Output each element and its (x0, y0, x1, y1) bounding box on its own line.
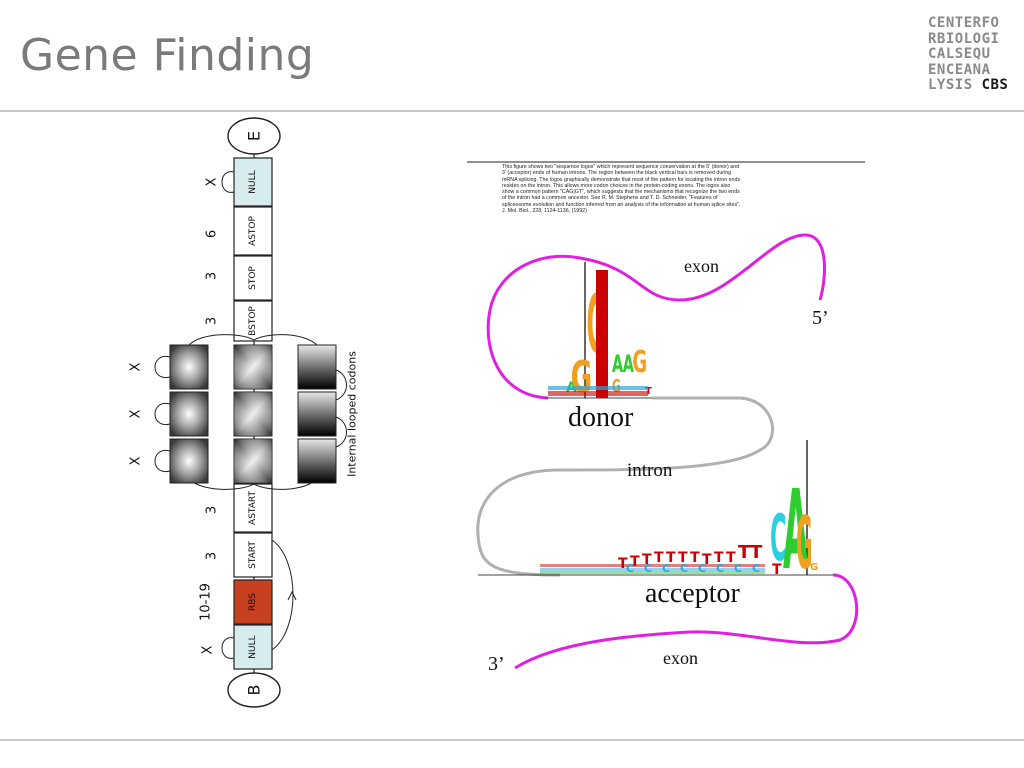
logo-line-4: ENCEANA (928, 61, 991, 78)
state-label: NULL (248, 170, 258, 193)
acceptor-label: acceptor (645, 578, 740, 609)
logo-letter: T (654, 550, 664, 566)
logo-letter: A (623, 350, 635, 378)
end-state: E (227, 117, 281, 155)
logo-letter: T (690, 550, 700, 566)
logo-letter: C (752, 562, 760, 575)
logo-letter: C (698, 562, 706, 575)
duration-label: 3 (205, 317, 220, 325)
logo-letter: G (810, 562, 818, 573)
duration-label: 3 (205, 506, 220, 514)
logo-letter: T (738, 542, 751, 563)
exon-bottom-label: exon (663, 648, 698, 668)
state-null-top: NULL (233, 157, 273, 207)
pyrimidine-tract (540, 564, 765, 574)
logo-letter: T (630, 554, 640, 570)
title-divider (0, 110, 1024, 112)
duration-label: 3 (205, 272, 220, 280)
logo-cbs: CBS (981, 77, 1009, 93)
hmm-gene-model: E B NULL ASTOP STOP BSTOP ASTART (129, 117, 359, 708)
splice-caption: This figure shows two "sequence logos" w… (502, 164, 741, 215)
state-start: START (233, 532, 273, 578)
logo-letter: T (645, 386, 652, 397)
logo-letter: C (680, 562, 688, 575)
duration-label: X (205, 177, 220, 186)
logo-letter: A (612, 350, 624, 378)
state-astop: ASTOP (233, 206, 273, 256)
end-state-label: E (245, 131, 264, 141)
donor-logo: A G G T A A G G T (548, 262, 652, 403)
logo-letter: T (772, 562, 782, 578)
logo-line-3: CALSEQU (928, 46, 991, 62)
logo-line-5: LYSIS CBS (928, 77, 1012, 94)
loop-label: X (129, 456, 144, 465)
loop-label: X (129, 362, 144, 371)
begin-state-label: B (245, 685, 264, 696)
logo-letter: C (644, 562, 652, 575)
three-prime-label: 3’ (488, 653, 505, 675)
duration-label: 10-19 (199, 583, 214, 621)
codon-grid (169, 344, 337, 484)
logo-letter: C (662, 562, 670, 575)
logo-line-5-text: LYSIS (928, 77, 982, 93)
duration-label: 6 (205, 230, 220, 238)
logo-letter: G (796, 503, 813, 586)
donor-label: donor (568, 402, 634, 433)
state-bstop: BSTOP (233, 300, 273, 342)
duration-label: X (201, 645, 216, 654)
begin-state: B (227, 672, 281, 708)
logo-letter: C (770, 503, 786, 576)
state-rbs: RBS (233, 579, 273, 625)
state-astart: ASTART (233, 483, 273, 533)
logo-letter: C (734, 562, 742, 575)
logo-line-1: CENTERFO (928, 15, 1000, 31)
state-label: NULL (248, 635, 258, 658)
logo-letter: T (714, 550, 724, 566)
logo-letter: T (750, 542, 763, 563)
logo-letter: T (678, 550, 688, 566)
intron-label: intron (627, 460, 673, 481)
logo-letter: T (618, 556, 628, 572)
logo-letter: T (597, 271, 608, 301)
logo-letter: T (702, 552, 712, 568)
logo-letter: A (783, 468, 809, 595)
state-stop: STOP (233, 255, 273, 301)
exon-curve-bottom (514, 573, 859, 670)
splice-site-diagram: A G G T A A G G T T T T (467, 161, 865, 675)
loop-label: X (129, 409, 144, 418)
acceptor-logo: T T T T T T T T T T T T C C C C C C C (540, 440, 818, 595)
logo-letter: T (642, 552, 652, 568)
state-label: BSTOP (248, 306, 258, 336)
five-prime-label: 5’ (812, 307, 829, 329)
logo-letter-bar (596, 270, 608, 398)
footer-divider (0, 739, 1024, 741)
logo-letter: T (666, 550, 676, 566)
state-label: START (248, 541, 258, 569)
duration-label: 3 (205, 552, 220, 560)
internal-codons-label: Internal looped codons (346, 351, 359, 477)
state-label: ASTART (248, 491, 258, 525)
exon-curve-top (486, 233, 827, 400)
intron-curve (476, 396, 775, 577)
state-label: ASTOP (248, 215, 258, 245)
logo-letter: T (726, 550, 736, 566)
cbs-logo: CENTERFO RBIOLOGI CALSEQU ENCEANA LYSIS … (928, 15, 1012, 94)
state-label: STOP (248, 266, 258, 290)
slide-title: Gene Finding (20, 30, 315, 81)
state-null-bottom: NULL (233, 624, 273, 670)
logo-letter: G (632, 344, 647, 379)
state-label: RBS (248, 593, 258, 611)
logo-line-2: RBIOLOGI (928, 30, 1000, 47)
exon-top-label: exon (684, 256, 719, 276)
logo-letter: C (716, 562, 724, 575)
logo-letter: C (626, 562, 634, 575)
